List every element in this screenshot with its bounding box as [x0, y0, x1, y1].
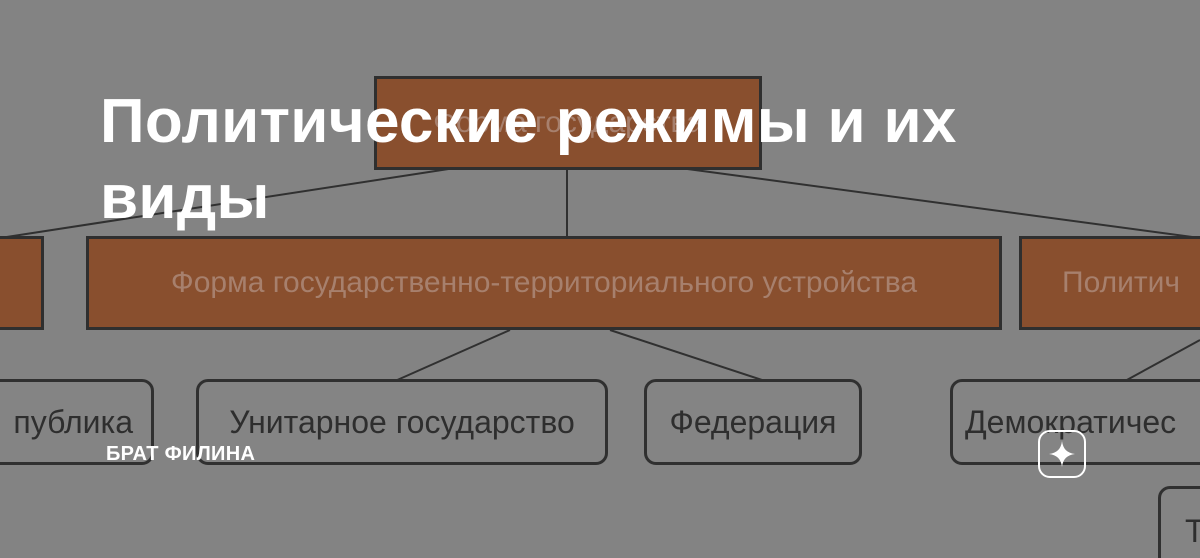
diagram-leaf-label: публика: [13, 403, 133, 440]
diagram-middle-box-center: Форма государственно-территориального ус…: [86, 236, 1002, 330]
diagram-middle-box-label: Форма государственно-территориального ус…: [170, 266, 918, 299]
diagram-leaf-box: Демократичес: [950, 379, 1200, 465]
diagram-leaf-box: публика: [0, 379, 154, 465]
channel-name[interactable]: БРАТ ФИЛИНА: [106, 443, 256, 465]
diagram-leaf-label: Федерация: [669, 403, 837, 440]
diagram-leaf-label: Демократичес: [965, 403, 1177, 440]
diagram-leaf-box: Унитарное государство: [196, 379, 608, 465]
diagram-top-box-label: Форма государства: [433, 106, 703, 139]
diagram-top-box: Форма государства: [374, 76, 762, 170]
diagram-leaf-label: Т: [1185, 513, 1200, 550]
diagram-leaf-label: Унитарное государство: [229, 403, 575, 440]
sparkle-icon: [1049, 441, 1075, 467]
zen-badge: [1038, 430, 1086, 478]
diagram-middle-box-right: Политич: [1019, 236, 1200, 330]
article-title[interactable]: Политические режимы и их виды: [100, 87, 957, 232]
diagram-middle-box-label: Политич: [1062, 266, 1180, 299]
diagram-middle-box-left: [0, 236, 44, 330]
diagram-leaf-box: Т: [1158, 486, 1200, 558]
diagram-leaf-box: Федерация: [644, 379, 862, 465]
